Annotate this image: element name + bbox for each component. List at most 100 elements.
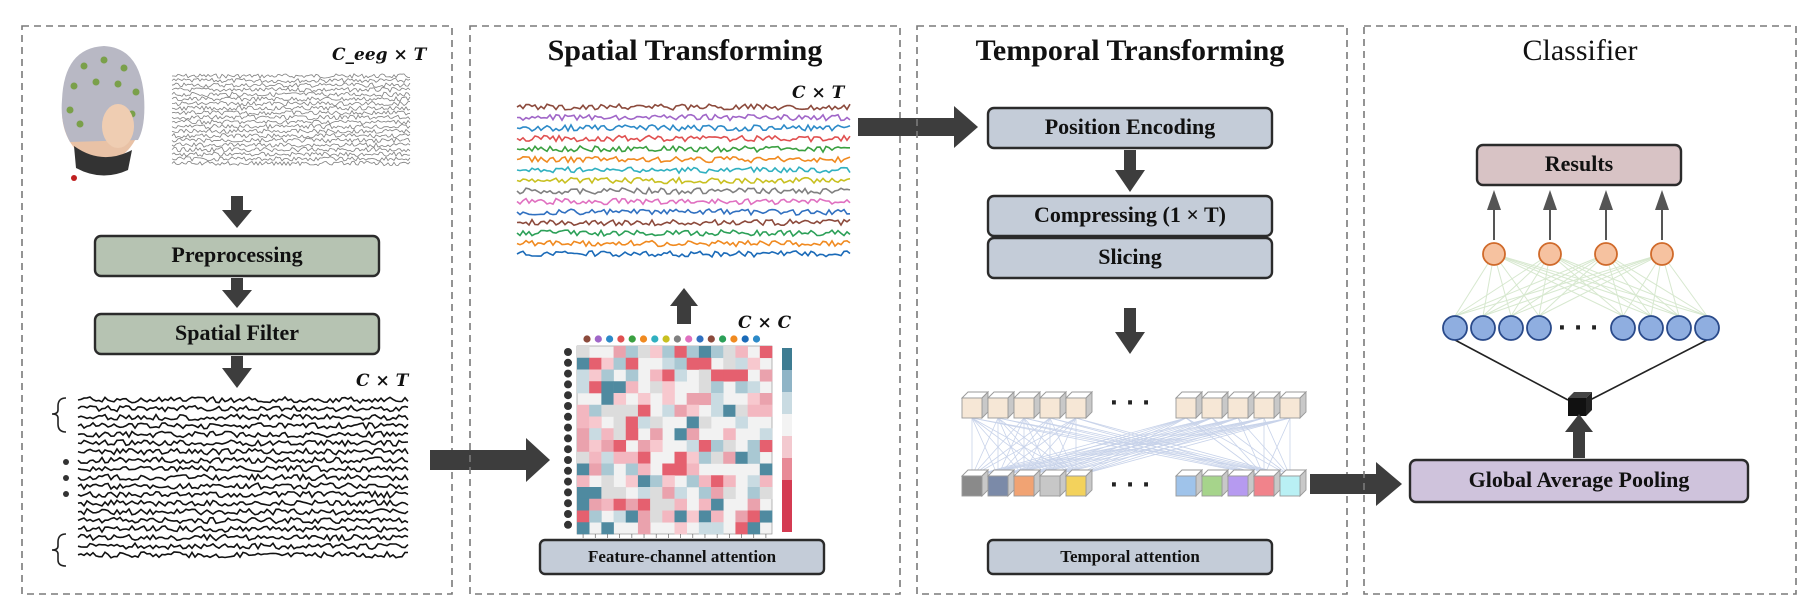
colored-eeg-trace: [516, 123, 851, 133]
channel-dot: [564, 520, 572, 529]
feature-channel-attention-box: [538, 538, 826, 576]
spatial-panel-border: [469, 25, 901, 595]
arrow-spatial-filter-to-signals-tip: [222, 368, 252, 388]
attention-cell: [577, 428, 590, 441]
dense-connection: [1493, 253, 1680, 317]
attention-cell: [601, 522, 614, 535]
attention-cell: [637, 393, 651, 406]
attention-cell: [625, 463, 639, 476]
attention-cell: [735, 381, 748, 394]
output-neuron: [1538, 242, 1562, 266]
attention-cell: [686, 428, 700, 441]
attention-cell: [674, 404, 687, 417]
attention-cell: [589, 510, 602, 523]
arrow-head-to-preprocessing-tip: [222, 210, 252, 228]
attention-cell: [625, 381, 639, 394]
output-arrow-tip: [1655, 190, 1669, 210]
attention-cell: [674, 463, 687, 476]
raw-eeg-trace: [171, 91, 411, 98]
attention-cell: [686, 346, 700, 359]
output-neuron: [1482, 242, 1506, 266]
dense-connection: [1493, 253, 1540, 317]
preprocessing-box: [93, 234, 381, 278]
attention-cell: [698, 487, 712, 500]
attention-cell: [625, 416, 639, 429]
channel-color-dot: [606, 335, 614, 343]
arrow-preprocessing-to-spatial-filter: [231, 278, 243, 292]
filtered-eeg-trace: [77, 464, 409, 473]
attention-cell: [759, 475, 773, 488]
attention-cell: [723, 346, 736, 359]
attention-cell: [698, 393, 712, 406]
arrow-temporal-to-classifier-tip: [1376, 462, 1402, 506]
attended-token-cube: [986, 468, 1016, 498]
channel-dot: [564, 445, 572, 454]
filtered-eeg-trace: [77, 395, 409, 405]
attention-cell: [637, 498, 651, 511]
attention-cell: [759, 487, 773, 500]
arrow-slicing-to-tokens: [1124, 308, 1136, 334]
channel-dot: [564, 391, 572, 400]
attention-cell: [698, 475, 712, 488]
output-arrow-tip: [1599, 190, 1613, 210]
arrow-spatial-to-temporal-tip: [954, 106, 978, 148]
input-token-cube: [1278, 390, 1308, 420]
attention-cell: [711, 522, 724, 535]
attention-cell: [698, 416, 712, 429]
slicing-box: [986, 236, 1274, 280]
attention-cell: [674, 428, 687, 441]
compressing-label: Compressing (1 × T): [1034, 202, 1226, 227]
arrow-temporal-to-classifier: [1310, 474, 1380, 494]
attended-token-cube: [1226, 468, 1256, 498]
input-token-cube: [1174, 390, 1204, 420]
attention-cell: [747, 475, 761, 488]
dense-connection: [1510, 253, 1551, 317]
attention-cell: [577, 416, 590, 429]
temporal-panel-border: [916, 25, 1348, 595]
arrow-spatial-filter-to-signals: [231, 356, 243, 370]
raw-eeg-trace: [171, 160, 411, 167]
dense-connection: [1493, 253, 1652, 317]
dense-connection: [1605, 253, 1680, 317]
channel-dot: [564, 510, 572, 518]
attention-cell: [601, 369, 614, 382]
attention-cell: [637, 475, 651, 488]
attention-cell: [577, 369, 590, 382]
hidden-neuron: [1498, 315, 1524, 341]
raw-eeg-trace: [171, 96, 411, 102]
attention-connection: [971, 417, 1187, 477]
attention-cell: [711, 498, 724, 511]
attention-cell: [662, 475, 675, 488]
attention-cell: [723, 369, 736, 382]
colored-eeg-trace: [516, 228, 851, 238]
hidden-neuron: [1666, 315, 1692, 341]
attention-cell: [759, 369, 773, 382]
raw-eeg-trace: [172, 73, 410, 79]
channel-dot: [564, 380, 572, 389]
dense-connection: [1454, 253, 1495, 317]
position-encoding-box: [986, 106, 1274, 150]
input-panel-border: [21, 25, 453, 595]
attention-cell: [613, 357, 627, 370]
colored-eeg-trace: [516, 102, 851, 112]
attention-cell: [711, 381, 724, 394]
channel-color-dot: [628, 335, 636, 343]
attention-cell: [601, 428, 614, 441]
raw-eeg-trace: [171, 100, 411, 107]
dense-connection: [1605, 253, 1708, 317]
global-average-pooling-label: Global Average Pooling: [1469, 467, 1690, 492]
attention-cell: [577, 463, 590, 476]
attention-connection: [971, 417, 1291, 477]
attention-cell: [637, 440, 651, 453]
attention-cell: [601, 381, 614, 394]
attention-cell: [601, 451, 614, 464]
attention-cell: [662, 346, 675, 359]
colored-eeg-trace: [516, 197, 851, 206]
channel-color-dot: [594, 335, 602, 343]
attended-token-cube: [1174, 468, 1204, 498]
attention-connection: [971, 417, 1077, 477]
colored-eeg-trace: [516, 239, 851, 248]
attention-cell: [747, 357, 761, 370]
attention-cell: [711, 451, 724, 464]
